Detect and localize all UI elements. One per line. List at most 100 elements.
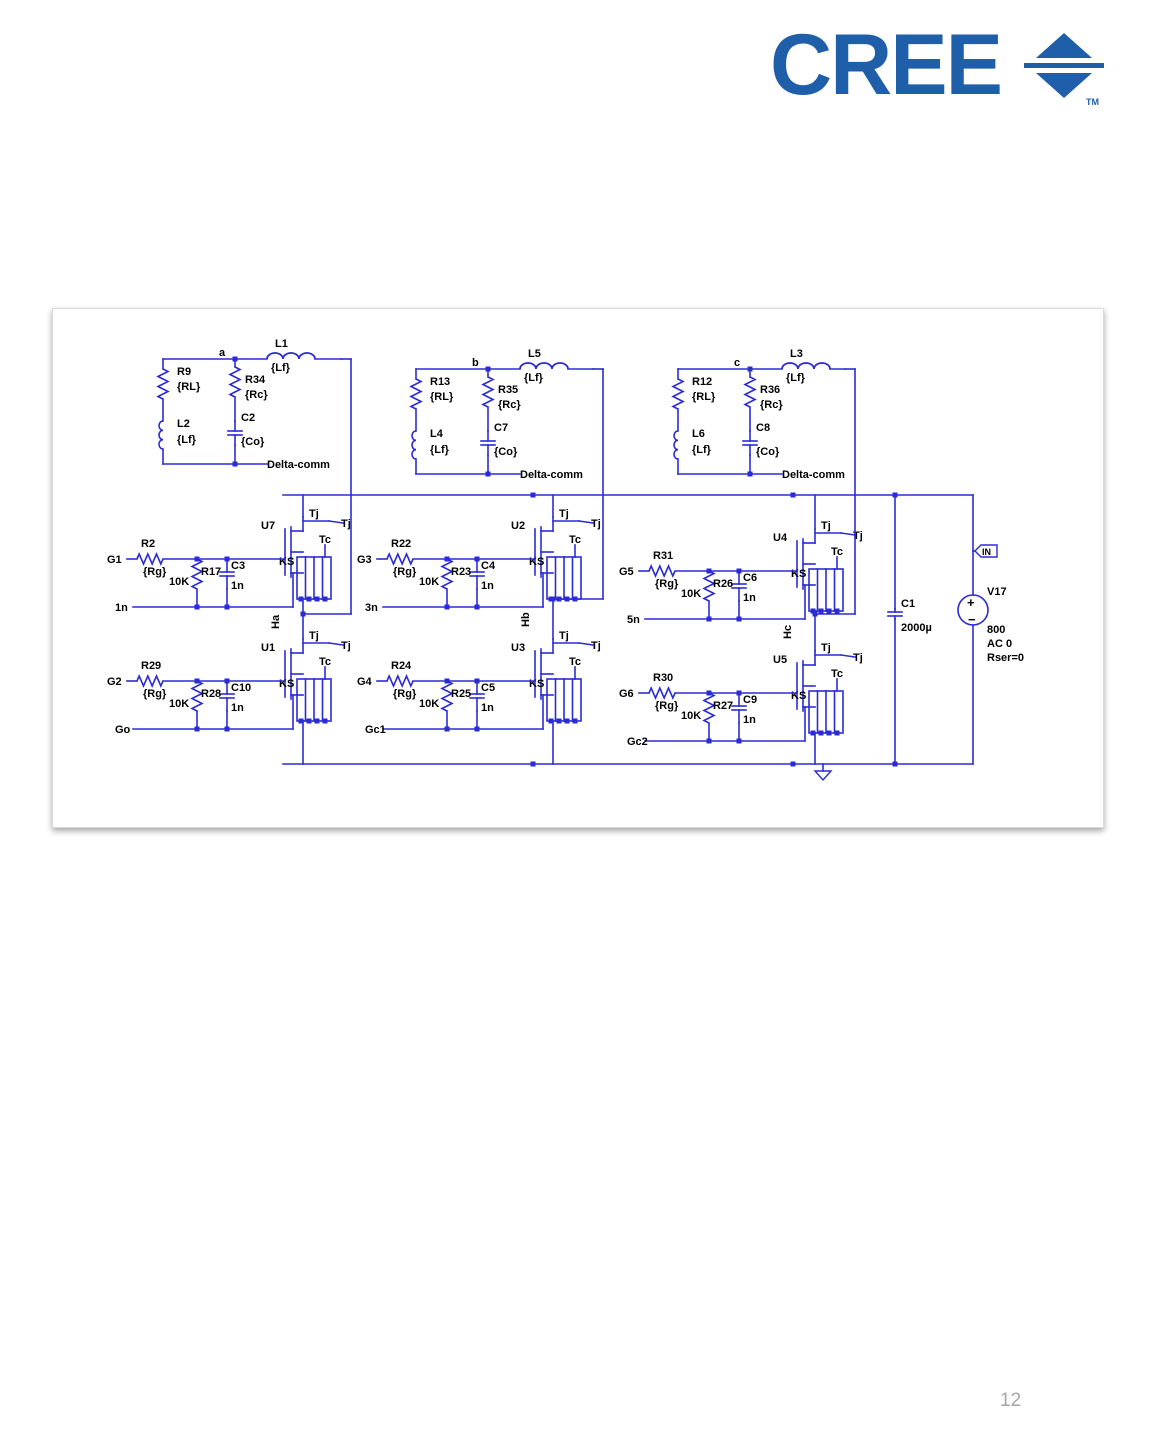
pin-label: KS (529, 678, 544, 690)
junction-dot (530, 761, 536, 767)
node-label: c (734, 357, 740, 369)
component-label: Tc (831, 668, 843, 680)
component-label: {Rg} (143, 566, 167, 578)
pulldown-resistor (190, 558, 204, 590)
component-label: Tc (569, 534, 581, 546)
junction-dot (818, 608, 824, 614)
in-port-flag (974, 544, 998, 558)
component-label: 10K (169, 576, 189, 588)
component-label: 10K (681, 710, 701, 722)
component-label: R17 (201, 566, 221, 578)
junction-dot (298, 596, 304, 602)
component-label: R24 (391, 660, 412, 672)
component-label: Tj (309, 630, 319, 642)
component-label: Tc (319, 656, 331, 668)
component-label: C4 (481, 560, 496, 572)
junction-dot (556, 718, 562, 724)
load-inductor (158, 420, 164, 450)
component-label: C8 (756, 422, 770, 434)
junction-dot (224, 604, 230, 610)
filter-inductor (519, 362, 569, 370)
component-label: {Rc} (245, 389, 268, 401)
junction-dot (834, 730, 840, 736)
component-label: 10K (419, 698, 439, 710)
component-label: R27 (713, 700, 733, 712)
junction-dot (306, 718, 312, 724)
cree-logo: CREE TM (770, 22, 1105, 108)
port-label: IN (982, 547, 991, 557)
component-label: 1n (231, 702, 244, 714)
load-resistor (156, 368, 170, 400)
gate-resistor (386, 673, 414, 689)
net-label: Delta-comm (782, 469, 845, 481)
tj-wire (840, 654, 856, 658)
component-label: Tj (591, 518, 601, 530)
pulldown-resistor (702, 692, 716, 724)
tj-wire (578, 642, 594, 646)
component-label: R12 (692, 376, 712, 388)
junction-dot (736, 738, 742, 744)
filter-inductor (266, 352, 316, 360)
junction-dot (706, 738, 712, 744)
component-label: Tj (559, 630, 569, 642)
node-label: b (472, 357, 479, 369)
gate-net-label: G2 (107, 676, 122, 688)
component-label: 1n (481, 702, 494, 714)
page-number: 12 (1000, 1390, 1022, 1411)
component-label: Tj (309, 508, 319, 520)
junction-dot (548, 718, 554, 724)
cree-triangle-mark-icon: TM (1024, 33, 1104, 106)
junction-dot (706, 616, 712, 622)
return-net-label: Gc2 (627, 736, 648, 748)
pulldown-resistor (440, 680, 454, 712)
component-label: Tj (591, 640, 601, 652)
component-label: {Co} (494, 446, 518, 458)
gate-net-label: G3 (357, 554, 372, 566)
rc-resistor (228, 366, 242, 398)
load-inductor (673, 430, 679, 460)
component-label: R36 (760, 384, 780, 396)
component-label: {RL} (430, 391, 454, 403)
junction-dot (826, 608, 832, 614)
pin-label: KS (279, 678, 294, 690)
component-label: 1n (743, 592, 756, 604)
component-label: R29 (141, 660, 161, 672)
tj-wire (840, 532, 856, 536)
gate-net-label: G5 (619, 566, 634, 578)
junction-dot (818, 730, 824, 736)
component-label: R26 (713, 578, 733, 590)
load-resistor (409, 378, 423, 410)
component-label: R22 (391, 538, 411, 550)
component-label: Tj (853, 652, 863, 664)
pulldown-resistor (190, 680, 204, 712)
component-label: R31 (653, 550, 673, 562)
pin-label: KS (279, 556, 294, 568)
rc-resistor (743, 376, 757, 408)
component-label: 1n (743, 714, 756, 726)
component-label: R35 (498, 384, 518, 396)
component-label: 2000µ (901, 622, 932, 634)
return-net-label: Gc1 (365, 724, 386, 736)
component-label: {RL} (692, 391, 716, 403)
component-label: Tj (821, 520, 831, 532)
junction-dot (530, 492, 536, 498)
tj-wire (328, 520, 344, 524)
logo-wordmark: CREE (770, 17, 1003, 113)
junction-dot (322, 718, 328, 724)
mid-node-label: Hb (520, 612, 532, 627)
component-label: R9 (177, 366, 191, 378)
junction-dot (572, 718, 578, 724)
inverter-schematic: R9{RL}L2{Lf}R34{Rc}C2{Co}Delta-commaL1{L… (107, 338, 1024, 782)
return-net-label: 5n (627, 614, 640, 626)
net-label: Delta-comm (520, 469, 583, 481)
pin-label: KS (529, 556, 544, 568)
junction-dot (444, 604, 450, 610)
component-label: C1 (901, 598, 915, 610)
device-label: U3 (511, 642, 525, 654)
tj-wire (578, 520, 594, 524)
return-net-label: 1n (115, 602, 128, 614)
component-label: R13 (430, 376, 450, 388)
component-label: Tj (559, 508, 569, 520)
junction-dot (298, 718, 304, 724)
